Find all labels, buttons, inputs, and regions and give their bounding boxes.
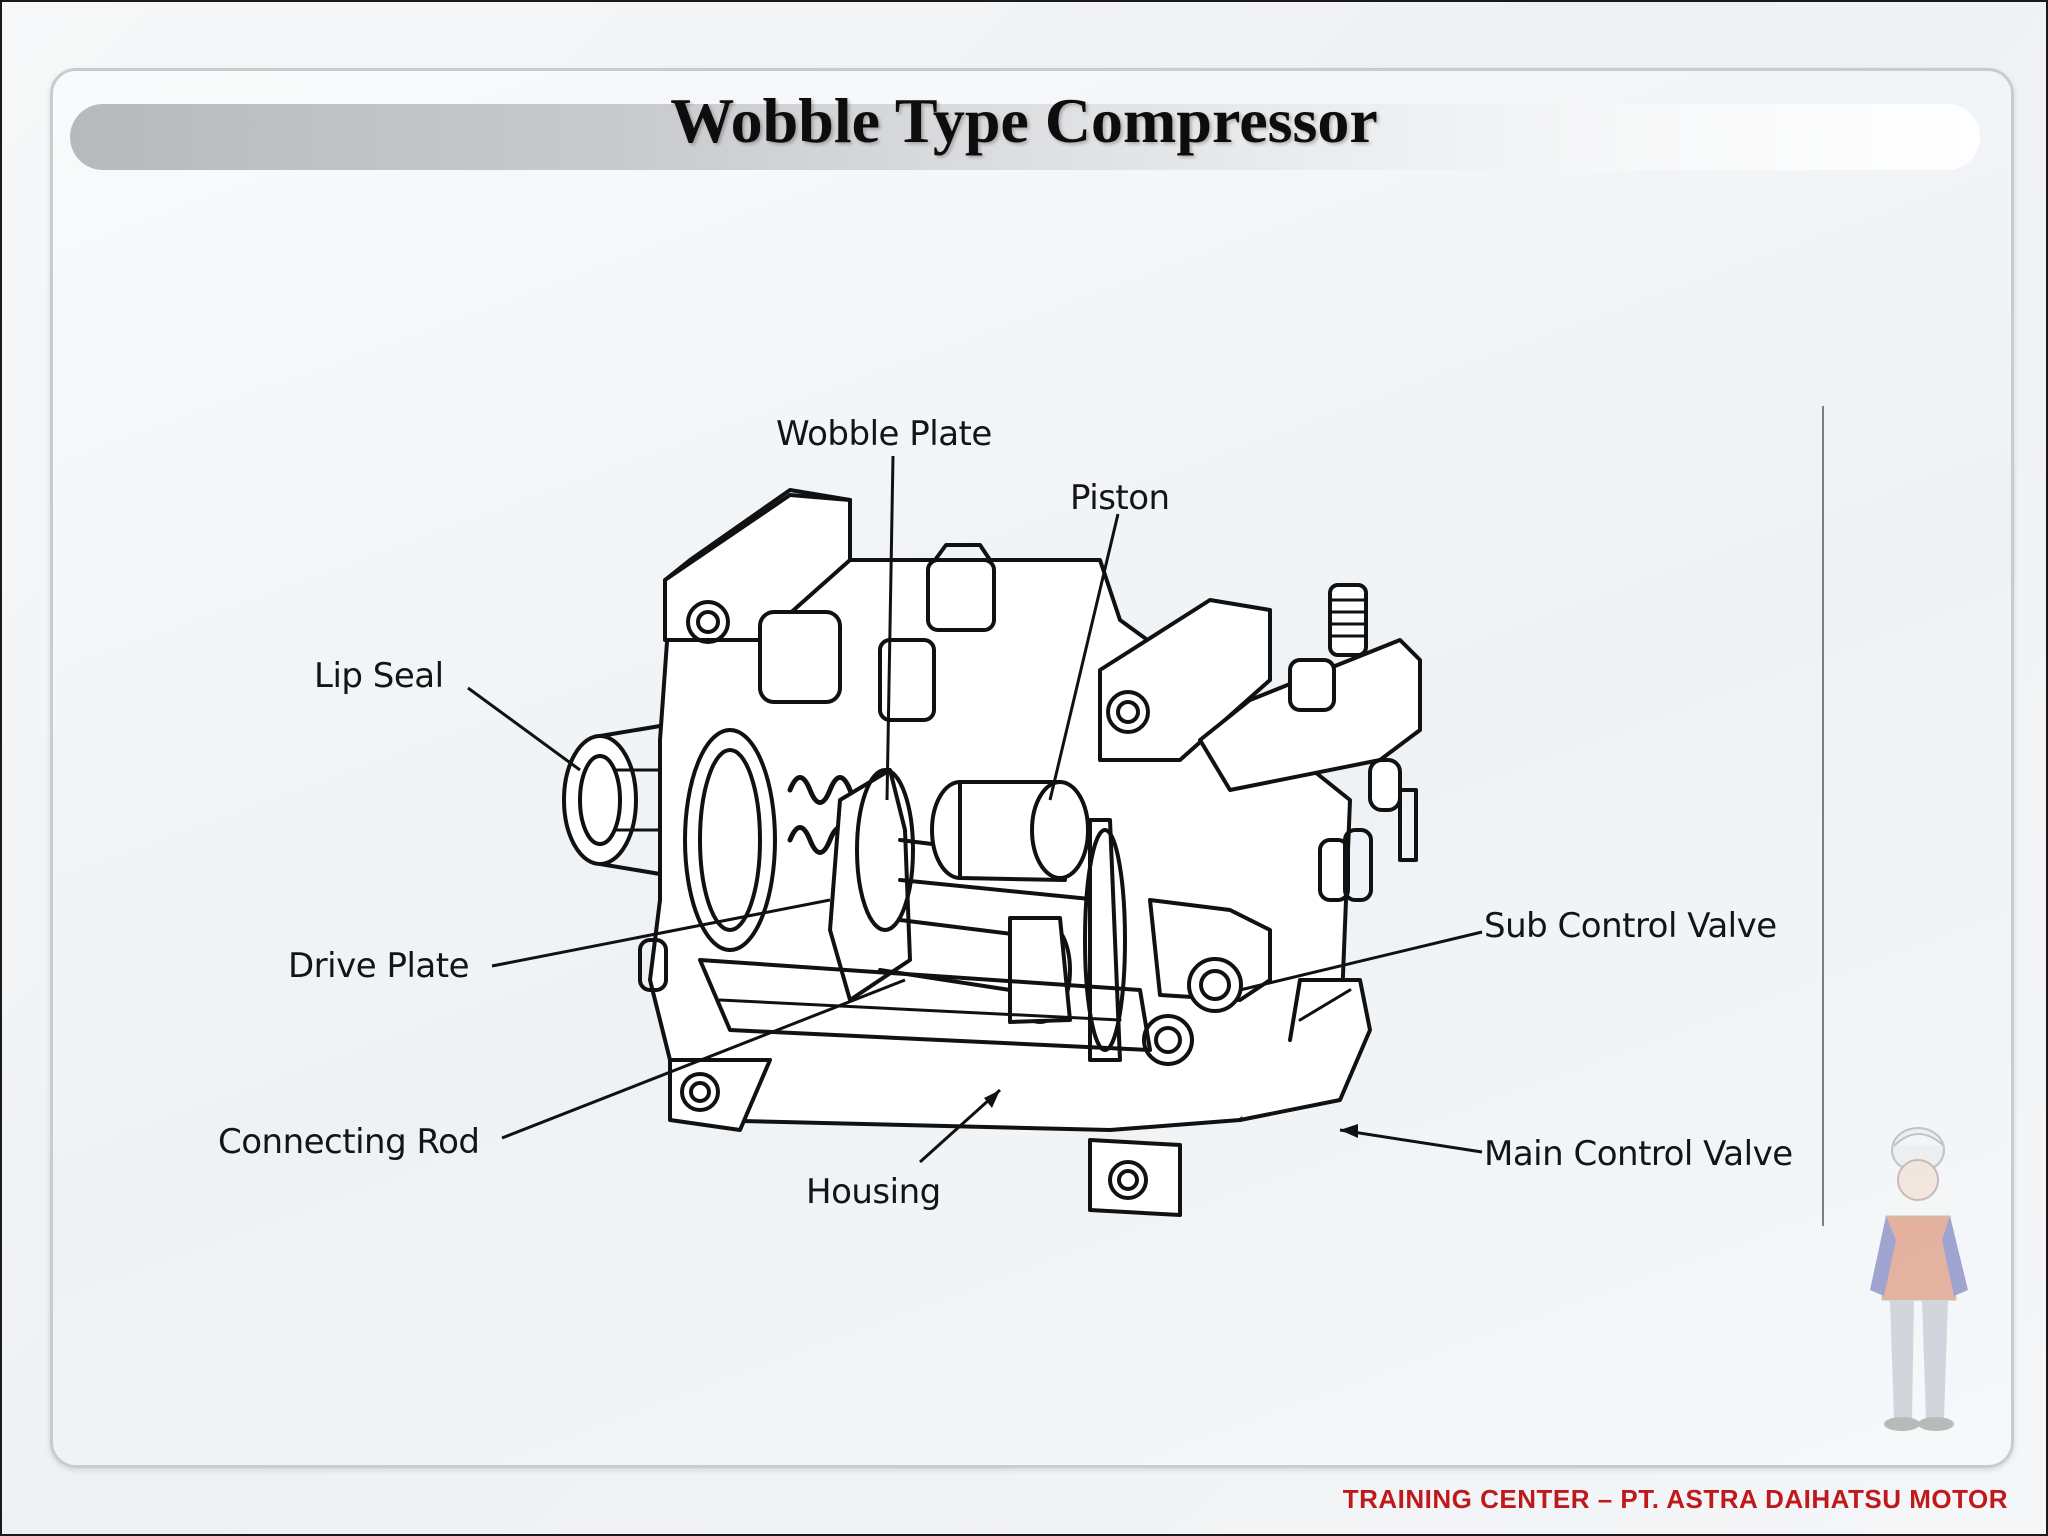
footer-text: TRAINING CENTER – PT. ASTRA DAIHATSU MOT…: [1342, 1484, 2008, 1514]
vertical-divider: [1822, 406, 1824, 1226]
label-connecting-rod: Connecting Rod: [218, 1122, 480, 1162]
label-main-control-valve: Main Control Valve: [1484, 1134, 1793, 1174]
slide-title: Wobble Type Compressor: [670, 85, 1378, 156]
label-wobble-plate: Wobble Plate: [776, 414, 992, 454]
title-bar: [70, 104, 1980, 170]
label-drive-plate: Drive Plate: [288, 946, 470, 986]
label-housing: Housing: [806, 1172, 941, 1212]
label-piston: Piston: [1070, 478, 1170, 518]
label-sub-control-valve: Sub Control Valve: [1484, 906, 1777, 946]
label-lip-seal: Lip Seal: [314, 656, 444, 696]
mascot-figure: [1870, 1127, 1968, 1431]
